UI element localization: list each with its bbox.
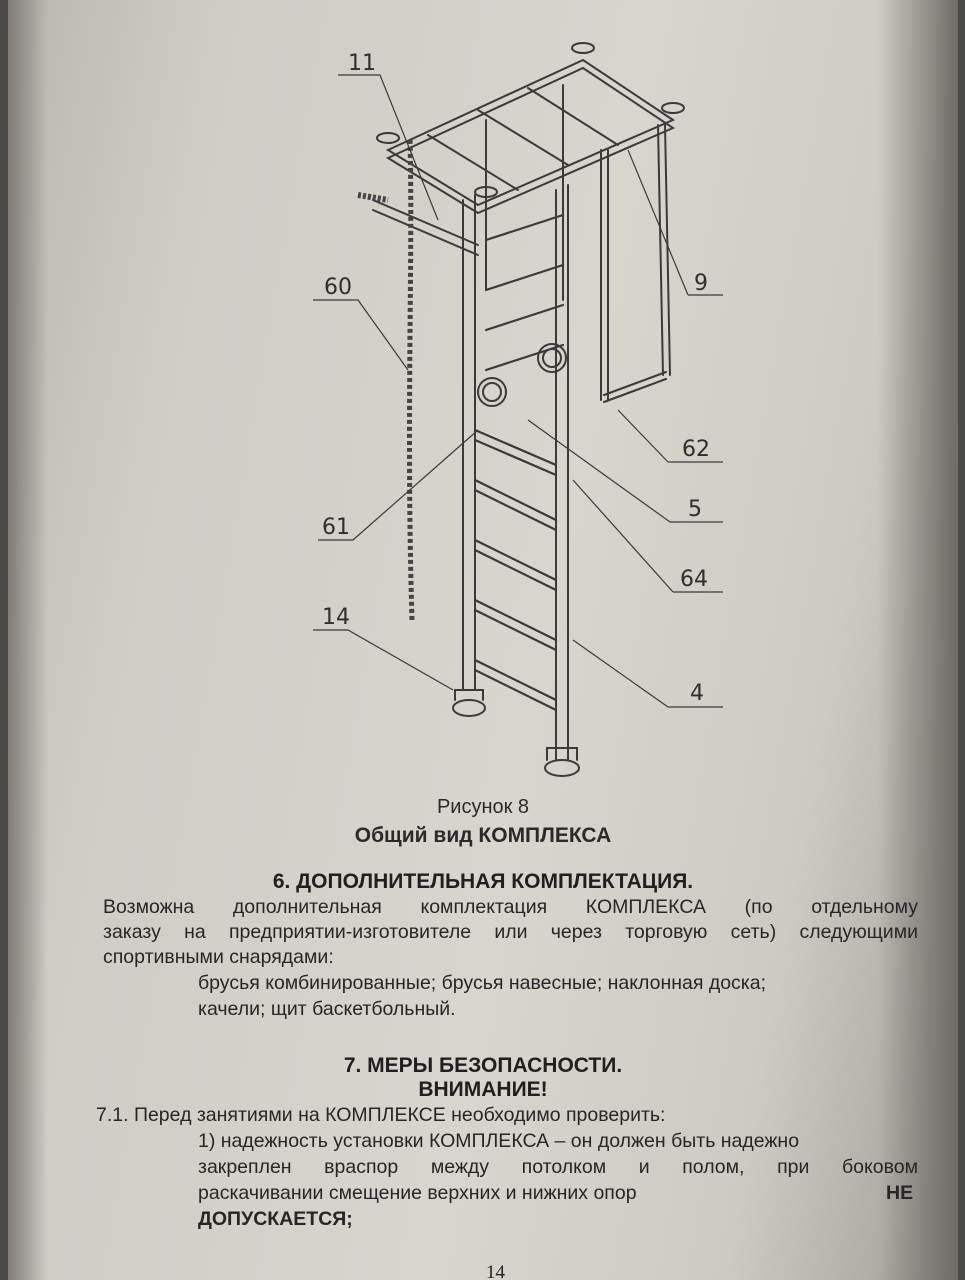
callout-64: 64 [680,567,708,592]
callout-5: 5 [688,497,702,522]
callout-4: 4 [690,681,704,706]
page-shadow-right [878,0,958,1280]
callout-62: 62 [682,437,710,462]
section-6-line-3: спортивными снарядами: [103,946,334,968]
section-6-line-5: качели; щит баскетбольный. [198,998,456,1020]
section-6-line-4: брусья комбинированные; брусья навесные;… [198,972,767,994]
climbing-rope [406,139,415,621]
callout-61: 61 [322,515,350,540]
document-page: 11 60 9 62 61 5 64 14 4 Рисунок 8 Общий … [8,0,958,1280]
section-6-line-1: Возможна дополнительная комплектация КОМ… [103,896,918,918]
section-7-heading: 7. МЕРЫ БЕЗОПАСНОСТИ. [343,1054,623,1077]
callout-14: 14 [322,605,350,630]
callout-60: 60 [324,275,352,300]
section-7-line-4: раскачивании смещение верхних и нижних о… [198,1182,637,1204]
section-7-line-5: ДОПУСКАЕТСЯ; [198,1208,353,1230]
section-6-line-2: заказу на предприятии-изготовителе или ч… [103,921,918,943]
section-7-line-1: 7.1. Перед занятиями на КОМПЛЕКСЕ необхо… [96,1104,666,1126]
section-7-not: НЕ [886,1182,914,1204]
callout-9: 9 [694,271,708,296]
figure-title: Общий вид КОМПЛЕКСА [354,824,612,847]
section-7-line-3: закреплен враспор между потолком и полом… [198,1156,918,1178]
section-7-line-2: 1) надежность установки КОМПЛЕКСА – он д… [198,1130,800,1152]
figure-number: Рисунок 8 [436,796,530,818]
page-number: 14 [486,1262,505,1280]
wall-bars-complex-drawing: 11 60 9 62 61 5 64 14 4 [313,42,723,777]
attention-heading: ВНИМАНИЕ! [418,1078,548,1101]
callout-11: 11 [348,51,376,76]
section-6-heading: 6. ДОПОЛНИТЕЛЬНАЯ КОМПЛЕКТАЦИЯ. [272,870,694,893]
page-shadow-left [8,0,48,1280]
